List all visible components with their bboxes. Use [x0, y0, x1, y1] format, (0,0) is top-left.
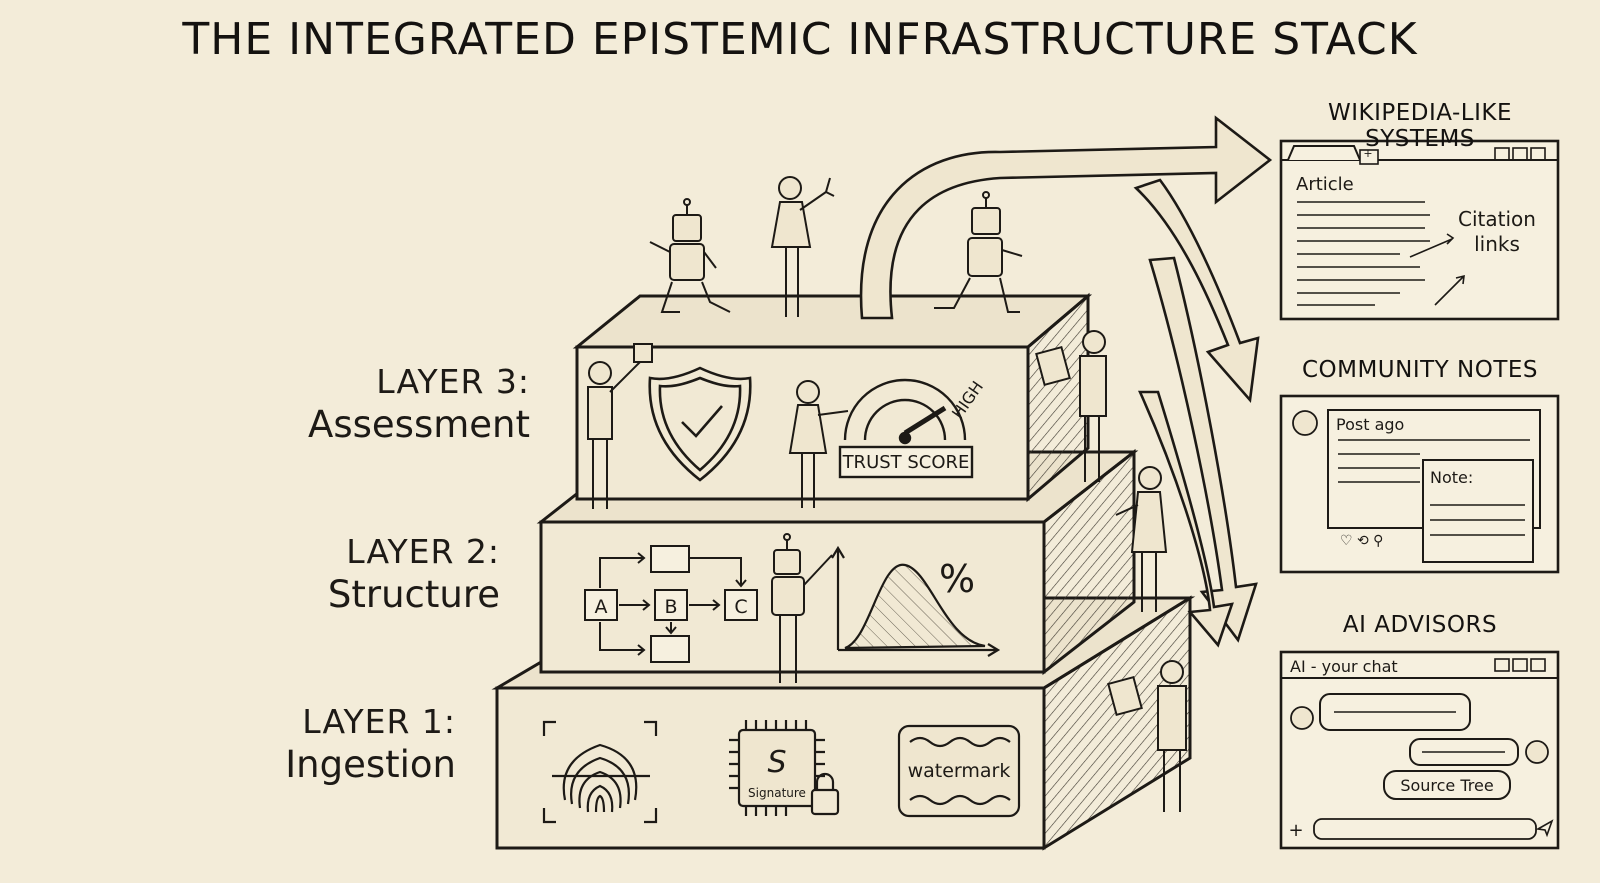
- node-c: C: [734, 596, 747, 618]
- ai-advisors-heading: AI ADVISORS: [1270, 612, 1570, 638]
- node-a: A: [595, 596, 608, 618]
- citation-callout-line-2: links: [1474, 232, 1520, 256]
- percent-sign: %: [939, 557, 975, 601]
- node-b: B: [664, 596, 677, 618]
- ai-chat-window: [1281, 652, 1558, 848]
- wikipedia-tab-label[interactable]: Article: [1296, 174, 1354, 195]
- community-notes-heading: COMMUNITY NOTES: [1270, 357, 1570, 383]
- composer-plus-button[interactable]: +: [1288, 820, 1303, 841]
- robot-figure-right: [934, 192, 1022, 312]
- watermark-label: watermark: [908, 760, 1011, 782]
- trust-score-label: TRUST SCORE: [842, 452, 970, 473]
- ai-chat-title: AI - your chat: [1290, 657, 1398, 676]
- signature-label: Signature: [748, 786, 806, 800]
- wikipedia-heading: WIKIPEDIA-LIKE SYSTEMS: [1270, 100, 1570, 152]
- post-label: Post ago: [1336, 415, 1404, 434]
- note-label: Note:: [1430, 468, 1473, 487]
- source-tree-button[interactable]: Source Tree: [1400, 776, 1493, 795]
- layer-3-block: [577, 296, 1088, 499]
- reaction-icons[interactable]: ♡ ⟲ ⚲: [1340, 533, 1383, 549]
- signature-letter: S: [767, 745, 786, 780]
- community-notes-window: ♡ ⟲ ⚲: [1281, 396, 1558, 572]
- citation-callout-line-1: Citation: [1458, 207, 1536, 231]
